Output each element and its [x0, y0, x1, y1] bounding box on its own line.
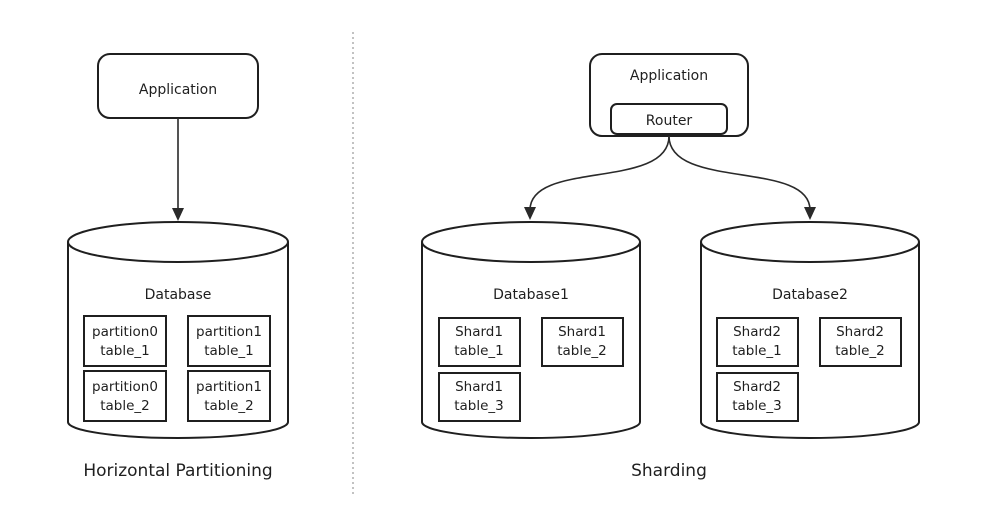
shard-cell: Shard2 table_3	[716, 372, 799, 422]
router-label: Router	[646, 113, 693, 129]
router-arrow-left	[529, 135, 670, 211]
shard-box	[438, 372, 521, 422]
partition-line1: partition0	[92, 379, 158, 395]
shard-line1: Shard2	[733, 379, 781, 395]
shard-line2: table_1	[454, 343, 504, 359]
partition-line2: table_2	[204, 398, 254, 414]
shard-box	[819, 317, 902, 367]
shard-line2: table_2	[835, 343, 885, 359]
partition-cell: partition1 table_2	[187, 370, 271, 422]
partition-line2: table_1	[100, 343, 150, 359]
router-box	[610, 103, 728, 135]
shard-box	[438, 317, 521, 367]
left-arrowhead	[172, 208, 184, 221]
partition-box	[83, 370, 167, 422]
partition-line1: partition1	[196, 379, 262, 395]
partition-line2: table_2	[100, 398, 150, 414]
partition-line1: partition0	[92, 324, 158, 340]
shard-line2: table_3	[732, 398, 782, 414]
partition-cell: partition0 table_1	[83, 315, 167, 367]
shard-line2: table_3	[454, 398, 504, 414]
shard-line1: Shard1	[455, 324, 503, 340]
partition-cell: partition1 table_1	[187, 315, 271, 367]
partition-cell: partition0 table_2	[83, 370, 167, 422]
shard-box	[716, 317, 799, 367]
shard-line1: Shard2	[733, 324, 781, 340]
left-cylinder-top	[67, 221, 289, 263]
partition-box	[187, 315, 271, 367]
partition-box	[187, 370, 271, 422]
left-database-label: Database	[145, 287, 212, 303]
right-application-label: Application	[630, 68, 708, 84]
router-arrowhead-left	[524, 207, 536, 220]
shard-line2: table_1	[732, 343, 782, 359]
left-caption: Horizontal Partitioning	[83, 461, 272, 481]
shard-line1: Shard1	[558, 324, 606, 340]
partition-line2: table_1	[204, 343, 254, 359]
shard-cell: Shard1 table_1	[438, 317, 521, 367]
left-application-label: Application	[139, 82, 217, 98]
database1-cylinder-top	[421, 221, 641, 263]
database2-label: Database2	[772, 287, 848, 303]
database2-cylinder-top	[700, 221, 920, 263]
shard-cell: Shard1 table_3	[438, 372, 521, 422]
router-arrowhead-right	[804, 207, 816, 220]
partition-line1: partition1	[196, 324, 262, 340]
partition-box	[83, 315, 167, 367]
shard-line1: Shard1	[455, 379, 503, 395]
database1-label: Database1	[493, 287, 569, 303]
right-caption: Sharding	[631, 461, 707, 481]
shard-cell: Shard2 table_1	[716, 317, 799, 367]
shard-line2: table_2	[557, 343, 607, 359]
router-arrow-right	[668, 135, 811, 211]
shard-cell: Shard2 table_2	[819, 317, 902, 367]
shard-box	[541, 317, 624, 367]
shard-box	[716, 372, 799, 422]
shard-cell: Shard1 table_2	[541, 317, 624, 367]
shard-line1: Shard2	[836, 324, 884, 340]
